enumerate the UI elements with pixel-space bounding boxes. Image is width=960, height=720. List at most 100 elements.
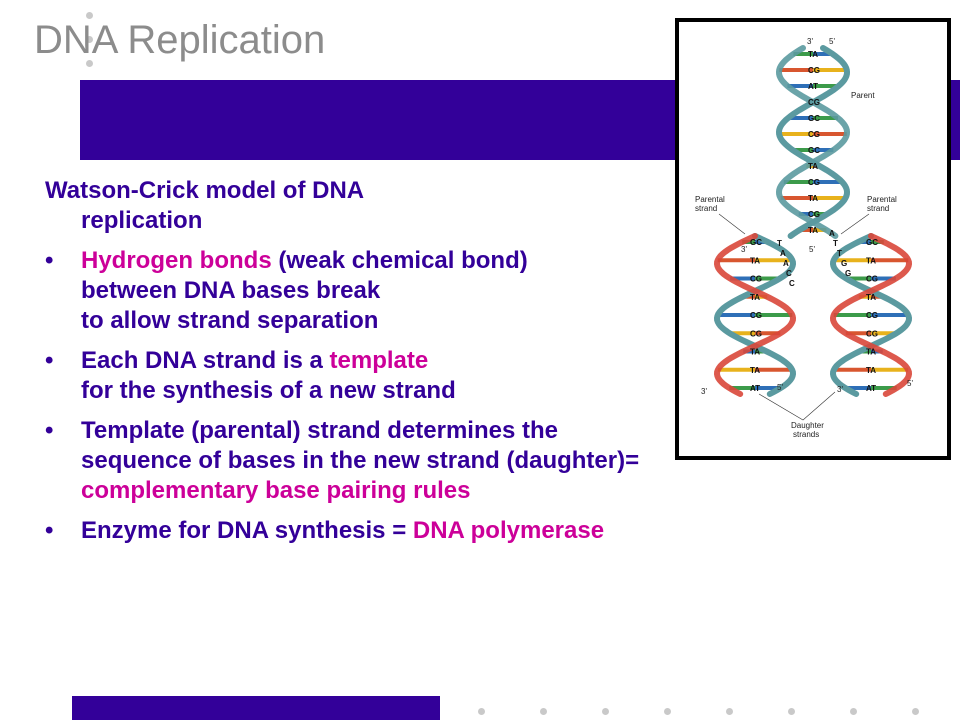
bullet-text: to allow strand separation [81, 307, 379, 334]
left-daughter-helix-strand-a [713, 233, 797, 397]
intro-text: Watson-Crick model of DNA replication [45, 176, 825, 236]
dna-helix-illustration: TACGATCGGCCGGCTACGTACGTAGCTACGTACGCGTATA… [695, 37, 913, 439]
helix-backbones [713, 45, 913, 397]
base-pair-label: TA [866, 256, 876, 265]
leader-line [718, 213, 746, 235]
bullet-text: Template (parental) strand determines th… [81, 417, 558, 444]
label-3prime-fork-left: 3' [741, 245, 747, 254]
highlight-hydrogen-bonds: Hydrogen bonds [81, 247, 272, 274]
base-pair-label: CG [750, 329, 762, 338]
label-parental-strand-right-2: strand [867, 204, 889, 213]
label-parent: Parent [851, 91, 875, 100]
base-pair-label: TA [750, 256, 760, 265]
decor-dot [540, 708, 547, 715]
base-pair-label: AT [808, 82, 818, 91]
decor-dot [478, 708, 485, 715]
base-pair-label: CG [866, 329, 878, 338]
base-pair-label: TA [808, 226, 818, 235]
highlight-dna-polymerase: DNA polymerase [412, 517, 605, 544]
base-pair-label: TA [750, 366, 760, 375]
fork-base-label: T [837, 249, 842, 258]
label-5prime-top: 5' [829, 37, 835, 46]
bullet-template: • Each DNA strand is a template for the … [45, 346, 825, 406]
base-pair-label: CG [808, 178, 820, 187]
base-pair-label: GC [808, 114, 820, 123]
fork-base-label: C [786, 269, 792, 278]
fork-base-label: A [783, 259, 789, 268]
bullet-text: between DNA bases break [81, 277, 381, 304]
bullet-mark: • [45, 247, 54, 274]
base-pair-label: AT [750, 384, 760, 393]
fork-base-label: G [841, 259, 847, 268]
label-5prime-fork: 5' [809, 245, 815, 254]
base-pair-label: TA [866, 366, 876, 375]
right-daughter-helix-strand-b [829, 233, 913, 397]
base-pair-label: TA [808, 194, 818, 203]
highlight-template: template [329, 347, 429, 374]
base-pair-label: CG [808, 98, 820, 107]
label-parental-strand-left-2: strand [695, 204, 717, 213]
base-pair-label: CG [808, 210, 820, 219]
slide-title: DNA Replication [34, 18, 326, 62]
decor-dot [726, 708, 733, 715]
base-pair-label: TA [750, 348, 760, 357]
base-pair-label: CG [808, 130, 820, 139]
fork-base-label: T [833, 239, 838, 248]
base-pair-label: TA [750, 293, 760, 302]
parent-helix-strand-b [775, 45, 851, 239]
decor-dot [602, 708, 609, 715]
fork-base-label: C [789, 279, 795, 288]
footer-accent-bar [72, 696, 440, 720]
leader-line [840, 213, 870, 235]
decor-dot [664, 708, 671, 715]
bullet-hydrogen-bonds: • Hydrogen bonds (weak chemical bond) be… [45, 246, 825, 336]
label-daughter-1: Daughter [791, 421, 824, 430]
bullet-mark: • [45, 347, 54, 374]
label-5prime-bottom-right: 5' [907, 379, 913, 388]
fork-base-label: A [829, 229, 835, 238]
label-parental-strand-right-1: Parental [867, 195, 897, 204]
label-3prime-top: 3' [807, 37, 813, 46]
leader-line [758, 391, 836, 421]
parent-helix-strand-a [775, 45, 851, 239]
label-3prime-bottom-left: 3' [701, 387, 707, 396]
base-pair-label: CG [750, 311, 762, 320]
base-pair-label: GC [866, 238, 878, 247]
base-pair-label: AT [866, 384, 876, 393]
bullet-text: for the synthesis of a new strand [81, 377, 456, 404]
base-pair-label: CG [866, 311, 878, 320]
decor-dot [912, 708, 919, 715]
right-daughter-helix-strand-a [829, 233, 913, 397]
base-pair-label: TA [866, 348, 876, 357]
label-3prime-bottom-right: 3' [837, 385, 843, 394]
decor-dot [86, 60, 93, 67]
base-pair-label: TA [808, 50, 818, 59]
base-pair-label: TA [808, 162, 818, 171]
base-pair-label: CG [808, 66, 820, 75]
base-pair-label: GC [750, 238, 762, 247]
decor-dot [850, 708, 857, 715]
base-pair-label: TA [866, 293, 876, 302]
bullet-polymerase: • Enzyme for DNA synthesis = DNA polymer… [45, 516, 825, 546]
slide-body: Watson-Crick model of DNA replication • … [45, 176, 825, 556]
decor-dot [86, 12, 93, 19]
decor-dot [788, 708, 795, 715]
fork-base-label: A [780, 249, 786, 258]
bullet-mark: • [45, 417, 54, 444]
base-pair-label: GC [808, 146, 820, 155]
bullet-text: Enzyme for DNA synthesis = [81, 517, 413, 544]
decor-dot [86, 36, 93, 43]
label-parental-strand-left-1: Parental [695, 195, 725, 204]
label-5prime-bottom-left: 5' [777, 383, 783, 392]
left-daughter-helix-strand-b [713, 233, 797, 397]
label-daughter-2: strands [793, 430, 819, 439]
base-pair-label: CG [750, 275, 762, 284]
bullet-pairing-rules: • Template (parental) strand determines … [45, 416, 825, 506]
bullet-text: (weak chemical bond) [271, 247, 528, 274]
bullet-text: Each DNA strand is a [81, 347, 330, 374]
bullet-mark: • [45, 517, 54, 544]
fork-base-label: G [845, 269, 851, 278]
highlight-pairing-rules: complementary base pairing rules [81, 477, 471, 504]
